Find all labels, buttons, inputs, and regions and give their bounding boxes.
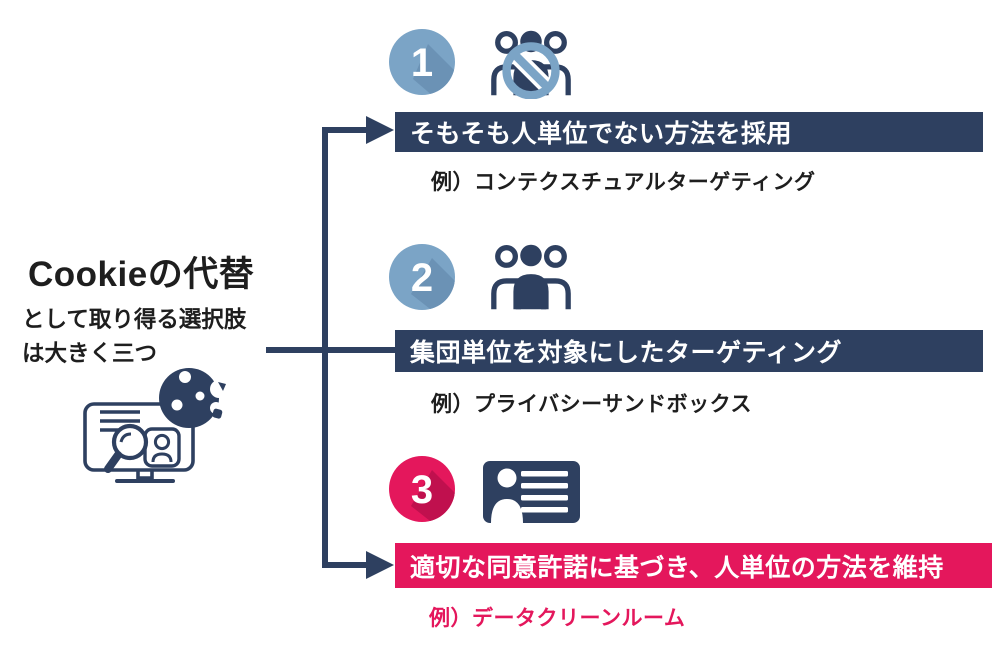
step-1-number: 1	[411, 41, 433, 85]
people-group-prohibited-icon	[491, 30, 571, 99]
people-group-icon	[491, 244, 571, 310]
option-2-example: 例）プライバシーサンドボックス	[431, 393, 753, 416]
intro-block: Cookieの代替 として取り得る選択肢 は大きく三つ	[22, 246, 292, 371]
diagram-subtitle-line2: は大きく三つ	[22, 340, 158, 366]
option-1-headline: そもそも人単位でない方法を採用	[410, 120, 793, 148]
step-2-number: 2	[411, 256, 433, 300]
option-2-banner: 集団単位を対象にしたターゲティング	[395, 330, 983, 372]
id-card-icon	[483, 461, 580, 523]
option-3-example: 例）データクリーンルーム	[429, 607, 686, 630]
option-3-headline: 適切な同意許諾に基づき、人単位の方法を維持	[410, 553, 944, 582]
step-2-badge: 2	[389, 244, 455, 310]
step-3-number: 3	[411, 468, 433, 512]
diagram-subtitle-line1: として取り得る選択肢	[22, 307, 247, 332]
option-1-banner: そもそも人単位でない方法を採用	[395, 112, 983, 152]
cookie-monitor-illustration-icon	[83, 368, 228, 483]
diagram-title: Cookieの代替	[28, 255, 255, 294]
step-3-badge: 3	[389, 456, 455, 522]
option-1-example: 例）コンテクスチュアルターゲティング	[431, 171, 816, 194]
arrow-icon	[366, 551, 394, 579]
option-2-headline: 集団単位を対象にしたターゲティング	[410, 339, 843, 367]
option-3-banner: 適切な同意許諾に基づき、人単位の方法を維持	[395, 543, 992, 588]
arrow-icon	[366, 116, 394, 144]
step-1-badge: 1	[389, 29, 455, 95]
